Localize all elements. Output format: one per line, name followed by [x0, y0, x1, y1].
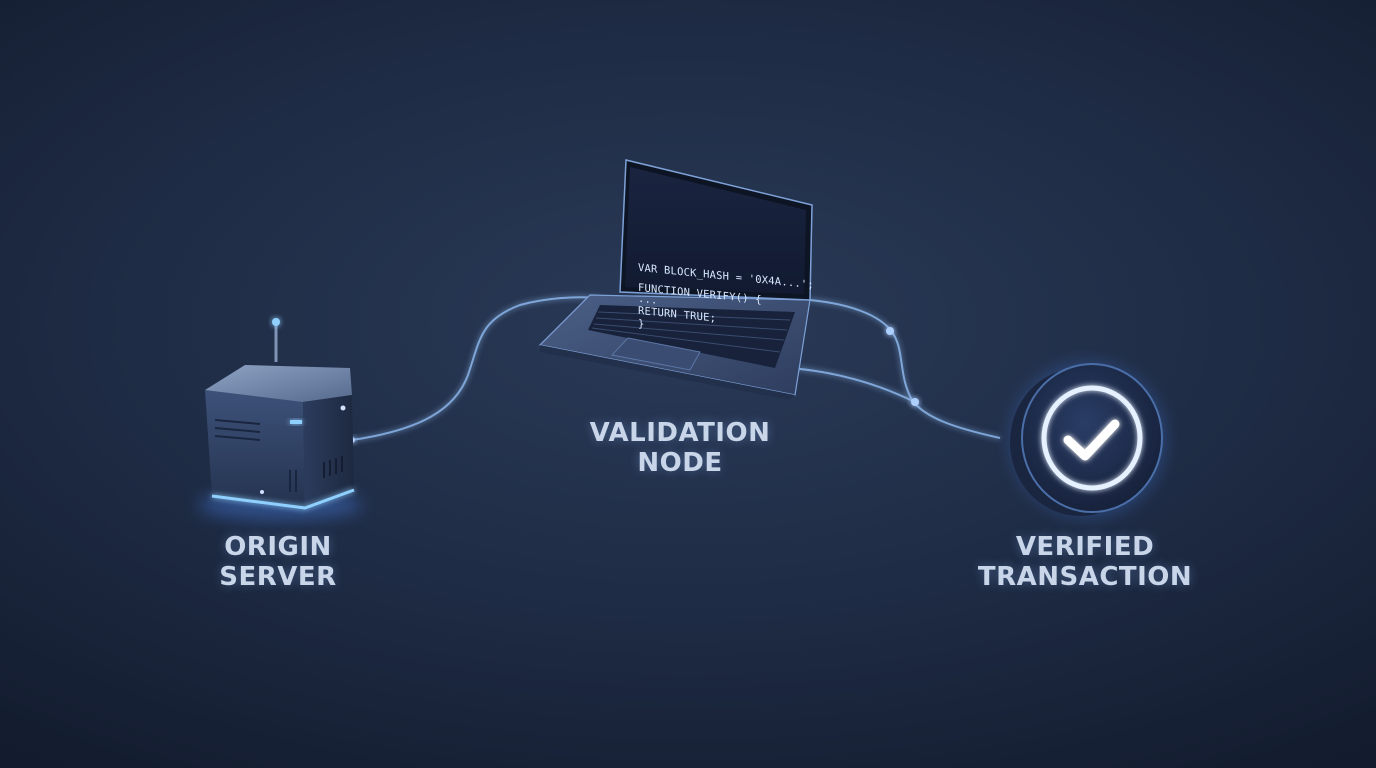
- cable-node-dot: [911, 398, 919, 406]
- origin-server-label: ORIGIN SERVER: [178, 532, 378, 592]
- verified-transaction-label-line1: VERIFIED: [1015, 532, 1155, 562]
- origin-server-label-line2: SERVER: [219, 562, 337, 592]
- validation-node-label-line2: NODE: [637, 448, 723, 478]
- verified-transaction-label: VERIFIED TRANSACTION: [960, 532, 1210, 592]
- validation-node-label-line1: VALIDATION: [589, 418, 771, 448]
- code-line: }: [638, 318, 645, 331]
- checkmark-badge-icon: [1010, 362, 1166, 518]
- laptop-icon: VAR BLOCK_HASH = '0X4A...'; FUNCTION VER…: [538, 159, 814, 400]
- cable-laptop-to-verified-upper: [809, 299, 1001, 439]
- cable-server-to-laptop: [351, 296, 601, 441]
- origin-server-label-line1: ORIGIN: [224, 532, 332, 562]
- antenna-light: [272, 318, 280, 326]
- server-cube-icon: [198, 318, 362, 521]
- cable-node-dot: [886, 327, 894, 335]
- connection-cables: [351, 296, 1001, 441]
- cable-laptop-to-verified-lower: [789, 367, 916, 403]
- code-line: ...: [638, 293, 658, 307]
- validation-node-label: VALIDATION NODE: [560, 418, 800, 478]
- verified-transaction-label-line2: TRANSACTION: [977, 562, 1193, 592]
